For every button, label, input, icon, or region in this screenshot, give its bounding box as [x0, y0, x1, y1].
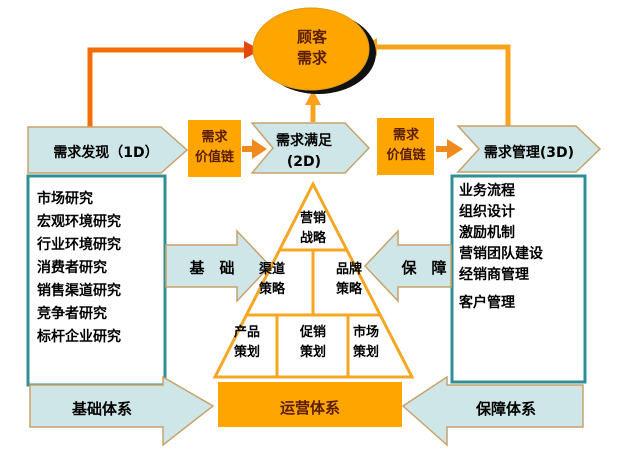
connector-discovery-to-demand [87, 47, 246, 127]
value-chain-box-2 [377, 118, 434, 175]
satisfaction-chevron [250, 122, 371, 174]
arrowhead-left-icon [244, 41, 261, 59]
connector-management-to-demand [374, 44, 511, 127]
discovery-chevron [27, 126, 189, 174]
arrowhead-up-icon [305, 90, 321, 105]
foundation-block-arrow [165, 229, 272, 303]
value-chain-box-1 [188, 120, 241, 177]
guarantee-block-arrow [363, 229, 452, 303]
research-panel-box [26, 174, 167, 387]
foundation-system-arrow [29, 375, 215, 447]
customer-demand-ellipse [252, 7, 370, 91]
operation-system-box [218, 382, 402, 427]
small-arrow-2-icon [436, 139, 463, 159]
guarantee-system-arrow [401, 375, 584, 447]
support-panel-box [450, 174, 587, 384]
management-chevron [456, 125, 602, 173]
small-arrow-1-icon [242, 139, 267, 159]
